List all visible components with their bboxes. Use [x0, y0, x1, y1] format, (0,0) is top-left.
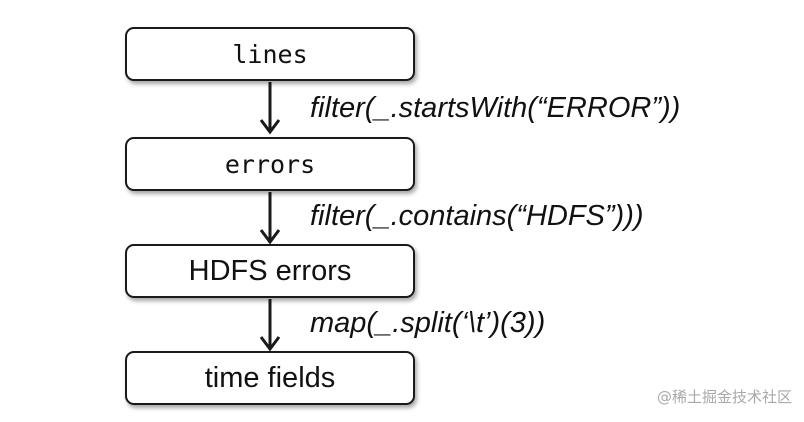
edge-label-filter-error: filter(_.startsWith(“ERROR”))	[310, 92, 681, 124]
node-hdfs-errors: HDFS errors	[125, 244, 415, 298]
node-lines: lines	[125, 27, 415, 81]
watermark: @稀土掘金技术社区	[656, 388, 792, 406]
arrow-lines-to-errors	[259, 82, 281, 135]
node-errors-label: errors	[224, 149, 316, 179]
arrow-errors-to-hdfs-errors	[259, 192, 281, 245]
node-time-fields-label: time fields	[204, 361, 336, 394]
edge-label-map-split: map(_.split(‘\t’)(3))	[310, 307, 546, 339]
node-lines-label: lines	[232, 39, 308, 69]
arrow-hdfs-errors-to-time-fields	[259, 299, 281, 352]
node-time-fields: time fields	[125, 351, 415, 405]
node-hdfs-errors-label: HDFS errors	[188, 254, 352, 287]
node-errors: errors	[125, 137, 415, 191]
edge-label-filter-hdfs: filter(_.contains(“HDFS”)))	[310, 200, 644, 232]
